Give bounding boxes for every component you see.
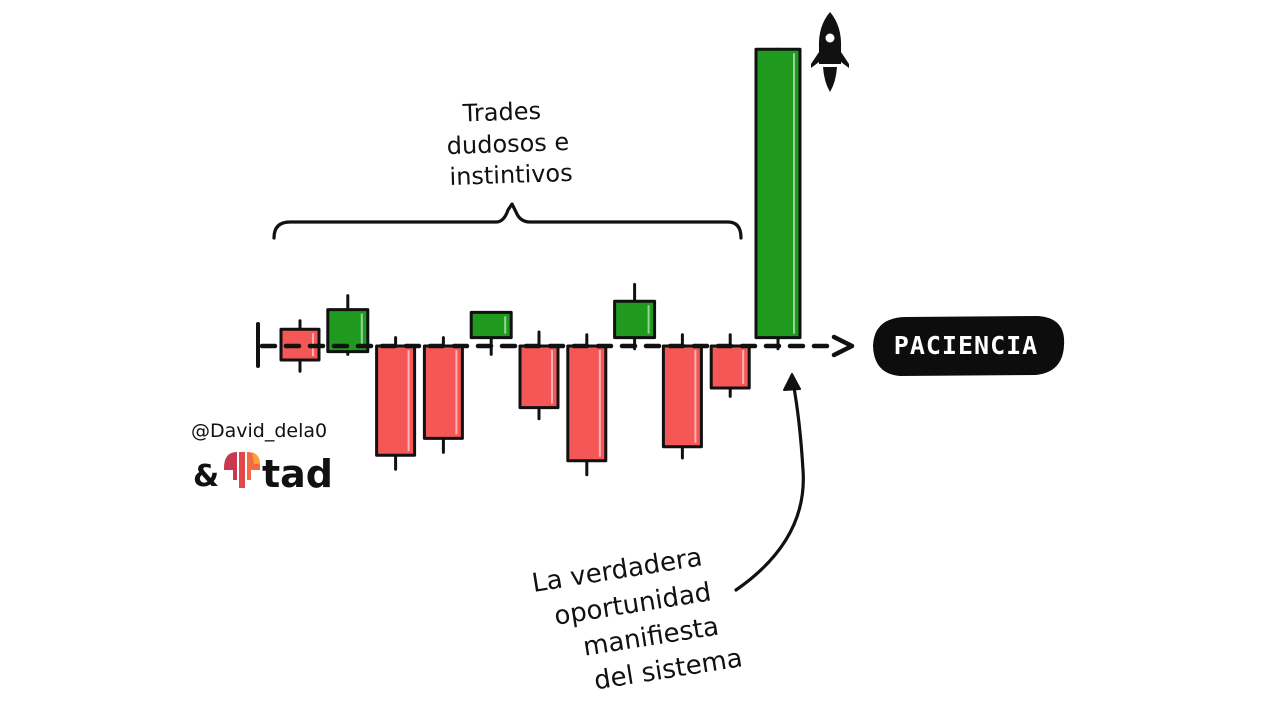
bracket — [272, 202, 743, 240]
bottom-label: La verdadera oportunidad manifiesta del … — [530, 542, 745, 696]
patience-label: PACIENCIA — [894, 331, 1038, 360]
patience-arrowhead — [831, 334, 855, 358]
candlesticks — [279, 47, 802, 477]
author-handle: @David_dela0 — [191, 420, 327, 442]
top-label-line-1: Trades — [461, 97, 541, 128]
top-label: Trades dudosos e instintivos — [446, 97, 573, 191]
top-label-line-3: instintivos — [449, 159, 573, 191]
patience-badge: PACIENCIA — [873, 316, 1065, 376]
brand-name: tad — [262, 452, 333, 496]
rocket-icon — [811, 12, 849, 92]
opportunity-arrowhead — [783, 373, 801, 391]
tad-logo-icon — [224, 452, 260, 488]
patience-badge-scribble — [879, 357, 1056, 369]
opportunity-arrow — [734, 380, 805, 592]
bullish-candle — [754, 47, 802, 340]
ampersand: & — [193, 459, 219, 494]
top-label-line-2: dudosos e — [446, 128, 569, 160]
